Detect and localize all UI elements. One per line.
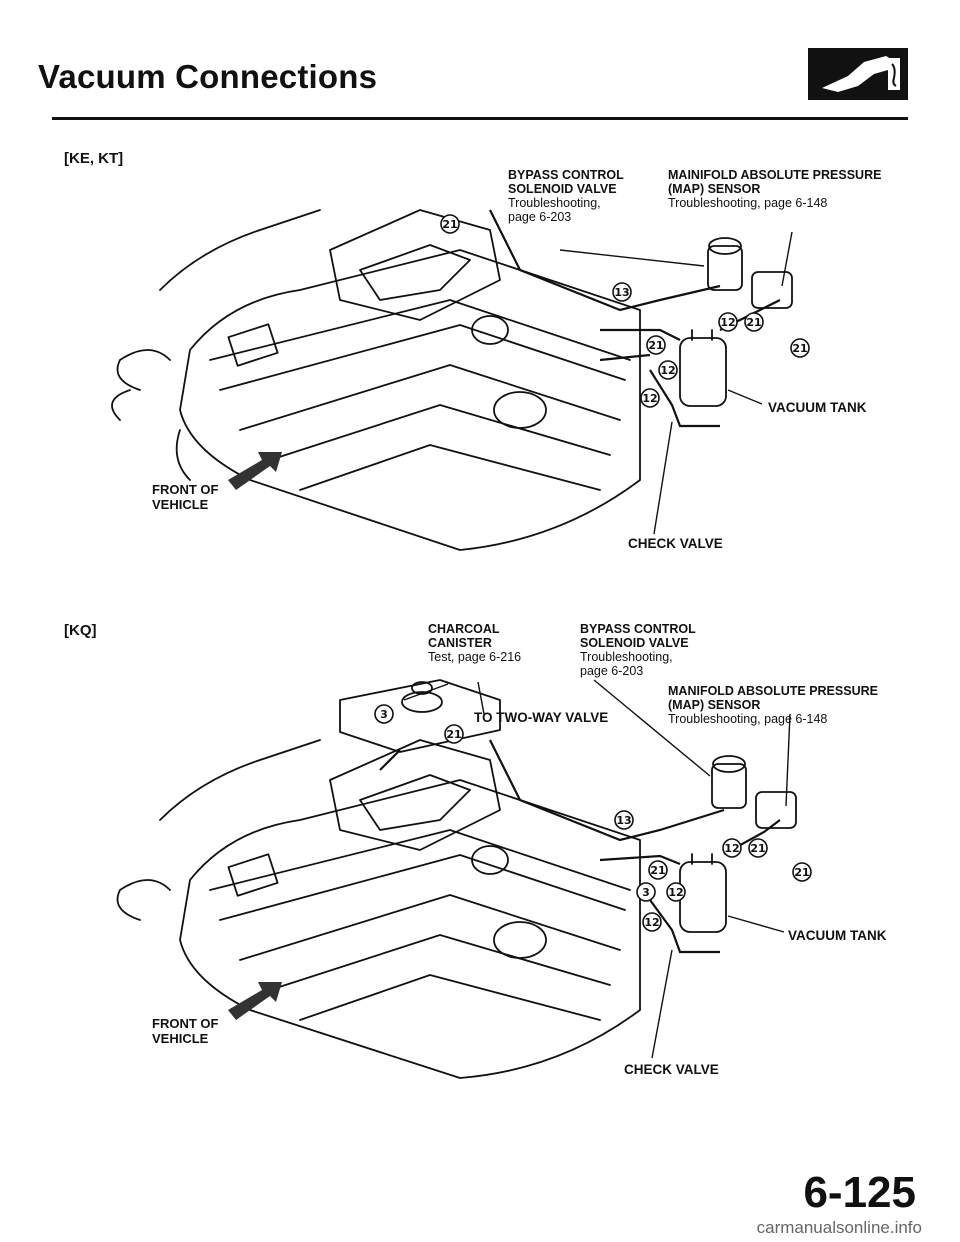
map-sensor-s2: [755, 791, 797, 829]
svg-text:3: 3: [642, 886, 650, 899]
engine-outline: [111, 209, 641, 551]
hose-number-21b-kq: 21: [748, 838, 768, 858]
engine-tab-icon: [822, 56, 900, 92]
svg-text:21: 21: [792, 342, 807, 355]
svg-text:21: 21: [648, 339, 663, 352]
hose-number-21d-kq: 21: [792, 862, 812, 882]
front-of-vehicle-label-kq: FRONT OF VEHICLE: [152, 1016, 219, 1046]
svg-text:12: 12: [644, 916, 659, 929]
engine-diagram-ke-kt: 21 13 12 21 21 21 12 12: [111, 209, 810, 551]
bypass-valve-label: BYPASS CONTROL SOLENOID VALVE Troublesho…: [508, 168, 624, 224]
engine-outline-kq: [116, 739, 641, 1079]
hose-number-21b: 21: [744, 312, 764, 332]
vacuum-tank-s1: [679, 329, 727, 407]
check-valve-label-kq: CHECK VALVE: [624, 1062, 719, 1077]
hose-number-12a-kq: 12: [722, 838, 742, 858]
front-arrow-icon-kq: [228, 982, 282, 1020]
front-arrow-icon: [228, 452, 282, 490]
front-of-vehicle-label: FRONT OF VEHICLE: [152, 482, 219, 512]
hose-number-12a: 12: [718, 312, 738, 332]
svg-text:21: 21: [442, 218, 457, 231]
svg-text:13: 13: [614, 286, 629, 299]
hose-number-21a: 21: [440, 214, 460, 234]
hose-number-12b-kq: 12: [666, 882, 686, 902]
hose-number-12c: 12: [640, 388, 660, 408]
map-sensor-s1: [751, 271, 793, 309]
map-sensor-label: MAINIFOLD ABSOLUTE PRESSURE (MAP) SENSOR…: [668, 168, 882, 210]
variant-label-ke-kt: [KE, KT]: [64, 150, 124, 167]
hose-number-13: 13: [612, 282, 632, 302]
svg-text:21: 21: [794, 866, 809, 879]
svg-text:21: 21: [746, 316, 761, 329]
vacuum-tank-label-kq: VACUUM TANK: [788, 928, 887, 943]
map-sensor-label-kq: MANIFOLD ABSOLUTE PRESSURE (MAP) SENSOR …: [668, 684, 878, 726]
hose-number-12b: 12: [658, 360, 678, 380]
svg-text:12: 12: [642, 392, 657, 405]
section-tab-icon: [808, 48, 908, 100]
charcoal-canister: [339, 679, 501, 753]
header-rule: [52, 117, 908, 120]
hose-number-12c-kq: 12: [642, 912, 662, 932]
check-valve-label: CHECK VALVE: [628, 536, 723, 551]
hose-number-3a: 3: [374, 704, 394, 724]
bypass-valve-s2: [711, 755, 747, 809]
hose-number-21c: 21: [646, 335, 666, 355]
page-title: Vacuum Connections: [38, 58, 378, 95]
hose-number-21d: 21: [790, 338, 810, 358]
svg-text:3: 3: [380, 708, 388, 721]
charcoal-canister-label: CHARCOAL CANISTER Test, page 6-216: [428, 622, 522, 664]
svg-text:12: 12: [724, 842, 739, 855]
svg-text:21: 21: [750, 842, 765, 855]
bypass-valve-label-kq: BYPASS CONTROL SOLENOID VALVE Troublesho…: [580, 622, 696, 678]
bypass-valve-s1: [707, 237, 743, 291]
hose-number-21a-kq: 21: [444, 724, 464, 744]
svg-text:12: 12: [668, 886, 683, 899]
svg-text:21: 21: [446, 728, 461, 741]
page-number: 6-125: [803, 1168, 916, 1217]
engine-diagram-kq: 3 21 13 12 21 21 21 3 12 12: [116, 679, 812, 1079]
svg-text:21: 21: [650, 864, 665, 877]
hose-number-3b: 3: [636, 882, 656, 902]
hose-number-13-kq: 13: [614, 810, 634, 830]
svg-text:12: 12: [720, 316, 735, 329]
variant-label-kq: [KQ]: [64, 622, 97, 639]
svg-text:12: 12: [660, 364, 675, 377]
vacuum-tank-s2: [679, 853, 727, 933]
svg-text:13: 13: [616, 814, 631, 827]
two-way-valve-label: TO TWO-WAY VALVE: [474, 710, 609, 725]
watermark: carmanualsonline.info: [756, 1218, 922, 1237]
vacuum-tank-label: VACUUM TANK: [768, 400, 867, 415]
hose-number-21c-kq: 21: [648, 860, 668, 880]
